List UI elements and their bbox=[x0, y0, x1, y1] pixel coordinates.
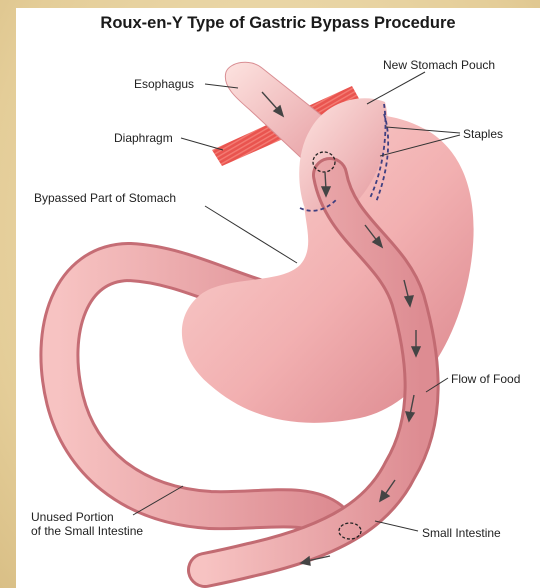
label-diaphragm: Diaphragm bbox=[114, 131, 173, 145]
label-unused-portion-line2: of the Small Intestine bbox=[31, 524, 143, 538]
label-esophagus: Esophagus bbox=[134, 77, 194, 91]
label-small-intestine: Small Intestine bbox=[422, 526, 501, 540]
label-flow-of-food: Flow of Food bbox=[451, 372, 520, 386]
label-unused-portion-line1: Unused Portion bbox=[31, 510, 114, 524]
label-staples: Staples bbox=[463, 127, 503, 141]
label-new-stomach-pouch: New Stomach Pouch bbox=[383, 58, 495, 72]
label-bypassed-stomach: Bypassed Part of Stomach bbox=[34, 191, 176, 205]
